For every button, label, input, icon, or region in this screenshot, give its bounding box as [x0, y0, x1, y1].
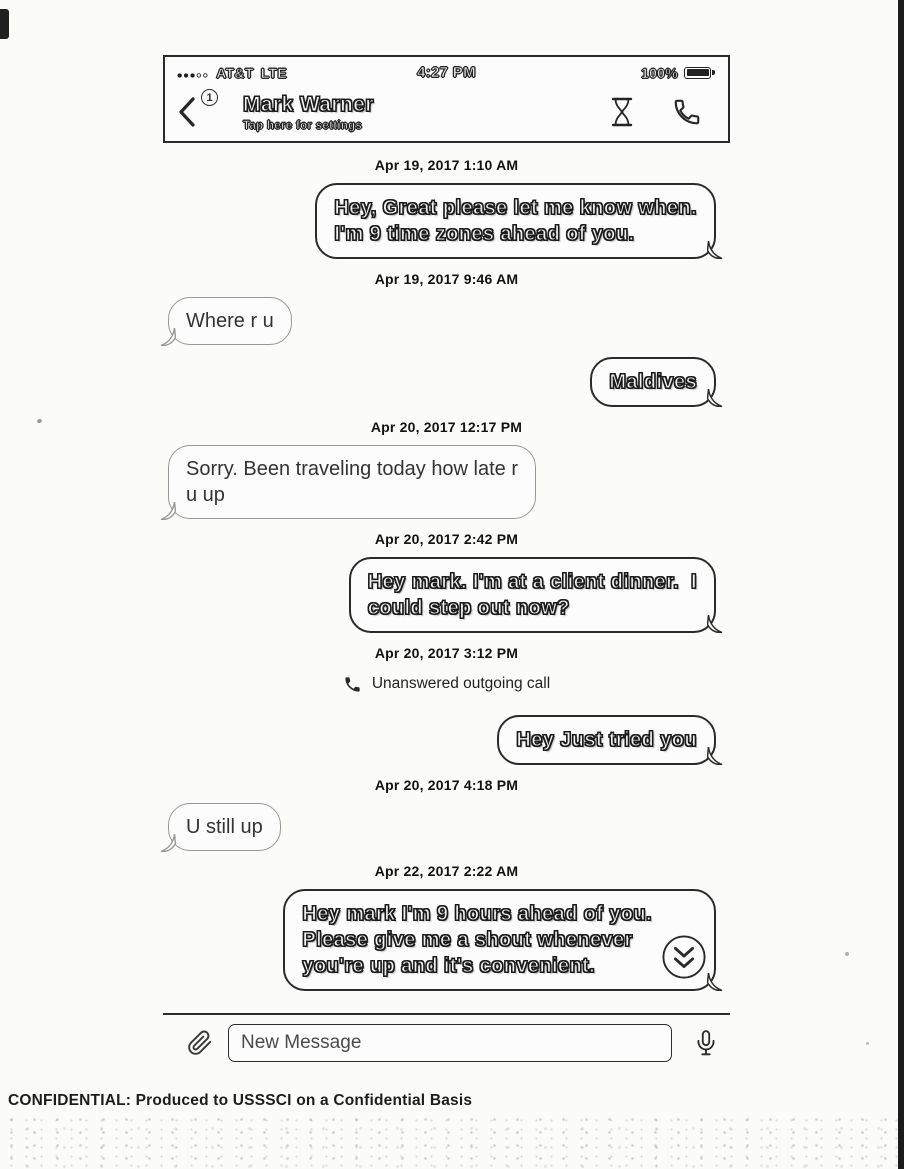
incoming-message-bubble[interactable]: Where r u [160, 297, 292, 346]
scroll-to-bottom-button[interactable] [661, 934, 707, 980]
signal-strength-icon: ●●●○○ [177, 69, 210, 80]
message-row: Hey, Great please let me know when. I'm … [163, 183, 730, 259]
date-separator: Apr 20, 2017 3:12 PM [163, 645, 730, 663]
bubble-tail [160, 328, 176, 346]
scan-artifact [0, 1113, 898, 1169]
message-text: Hey mark I'm 9 hours ahead of you. Pleas… [302, 902, 652, 977]
date-label: Apr 20, 2017 2:42 PM [374, 531, 519, 547]
scan-artifact [0, 9, 9, 39]
bubble-tail [160, 834, 176, 852]
call-event-row[interactable]: Unanswered outgoing call [163, 673, 730, 695]
message-text: Hey Just tried you [516, 728, 697, 751]
clock: 4:27 PM [417, 64, 476, 82]
message-row: Hey mark I'm 9 hours ahead of you. Pleas… [163, 889, 730, 991]
bubble-tail [707, 241, 723, 259]
composer-divider [163, 1013, 730, 1015]
date-separator: Apr 19, 2017 9:46 AM [163, 271, 730, 289]
battery-icon [684, 66, 715, 79]
carrier-label: AT&T [216, 64, 254, 81]
status-right: 100% [476, 64, 716, 81]
back-button[interactable]: 1 [177, 89, 229, 132]
outgoing-message-bubble[interactable]: Hey Just tried you [497, 715, 723, 765]
phone-filled-icon [345, 676, 360, 692]
contact-name: Mark Warner [242, 92, 374, 116]
bubble-tail [707, 615, 723, 633]
date-label: Apr 20, 2017 4:18 PM [374, 777, 519, 793]
hourglass-button[interactable] [608, 96, 636, 128]
message-list: Apr 19, 2017 1:10 AM Hey, Great please l… [160, 143, 730, 991]
hourglass-icon [611, 97, 633, 127]
network-label: LTE [260, 64, 287, 81]
message-row: Hey Just tried you [163, 715, 730, 765]
contact-header-button[interactable]: Mark Warner Tap here for settings [242, 92, 374, 132]
phone-header: ●●●○○ AT&T LTE 4:27 PM 100% 1 Mark Warne… [163, 55, 730, 143]
contact-subtitle: Tap here for settings [243, 119, 363, 132]
outgoing-message-bubble[interactable]: Hey mark I'm 9 hours ahead of you. Pleas… [283, 889, 723, 991]
message-text: U still up [186, 816, 263, 838]
dictation-button[interactable] [693, 1029, 719, 1057]
incoming-message-bubble[interactable]: Sorry. Been traveling today how late r u… [160, 445, 537, 520]
paperclip-icon [188, 1030, 212, 1055]
chevron-left-icon [179, 97, 195, 127]
date-label: Apr 22, 2017 2:22 AM [374, 863, 519, 879]
attach-button[interactable] [187, 1030, 213, 1056]
call-button[interactable] [672, 97, 702, 127]
outgoing-message-bubble[interactable]: Hey mark. I'm at a client dinner. I coul… [348, 557, 723, 633]
call-event-label: Unanswered outgoing call [371, 675, 551, 692]
message-row: U still up [160, 803, 730, 852]
date-separator: Apr 20, 2017 12:17 PM [163, 419, 730, 437]
imessage-screenshot: ●●●○○ AT&T LTE 4:27 PM 100% 1 Mark Warne… [160, 55, 730, 1062]
scan-artifact [898, 0, 904, 1169]
date-label: Apr 19, 2017 1:10 AM [374, 157, 519, 173]
date-label: Apr 20, 2017 3:12 PM [374, 645, 519, 661]
message-text: Where r u [186, 310, 274, 332]
message-row: Where r u [160, 297, 730, 346]
bubble-tail [707, 389, 723, 407]
date-separator: Apr 19, 2017 1:10 AM [163, 157, 730, 175]
scan-artifact [845, 952, 849, 956]
status-bar: ●●●○○ AT&T LTE 4:27 PM 100% [177, 62, 716, 83]
incoming-message-bubble[interactable]: U still up [160, 803, 281, 852]
bubble-tail [707, 747, 723, 765]
message-text: Hey, Great please let me know when. I'm … [334, 196, 697, 245]
message-text: Hey mark. I'm at a client dinner. I coul… [367, 570, 697, 619]
outgoing-message-bubble[interactable]: Maldives [590, 357, 723, 407]
message-text: Sorry. Been traveling today how late r u… [186, 458, 519, 506]
date-label: Apr 19, 2017 9:46 AM [374, 271, 519, 287]
unread-badge: 1 [201, 89, 218, 106]
composer-bar [163, 1015, 730, 1062]
confidential-footer: CONFIDENTIAL: Produced to USSSCI on a Co… [8, 1092, 473, 1109]
header-actions [608, 96, 702, 128]
date-label: Apr 20, 2017 12:17 PM [370, 419, 523, 435]
battery-percent: 100% [640, 64, 678, 81]
bubble-tail [160, 502, 176, 520]
scan-artifact [36, 418, 43, 424]
scan-artifact [866, 1042, 869, 1045]
conversation-header: 1 Mark Warner Tap here for settings [177, 83, 716, 141]
microphone-icon [697, 1030, 715, 1056]
message-text: Maldives [609, 370, 697, 393]
message-row: Maldives [163, 357, 730, 407]
chevrons-down-icon [662, 935, 706, 979]
phone-icon [674, 99, 700, 125]
message-input[interactable] [228, 1024, 672, 1062]
date-separator: Apr 20, 2017 2:42 PM [163, 531, 730, 549]
date-separator: Apr 20, 2017 4:18 PM [163, 777, 730, 795]
date-separator: Apr 22, 2017 2:22 AM [163, 863, 730, 881]
status-left: ●●●○○ AT&T LTE [177, 64, 417, 81]
outgoing-message-bubble[interactable]: Hey, Great please let me know when. I'm … [315, 183, 723, 259]
message-row: Sorry. Been traveling today how late r u… [160, 445, 730, 520]
message-row: Hey mark. I'm at a client dinner. I coul… [163, 557, 730, 633]
bubble-tail [707, 973, 723, 991]
